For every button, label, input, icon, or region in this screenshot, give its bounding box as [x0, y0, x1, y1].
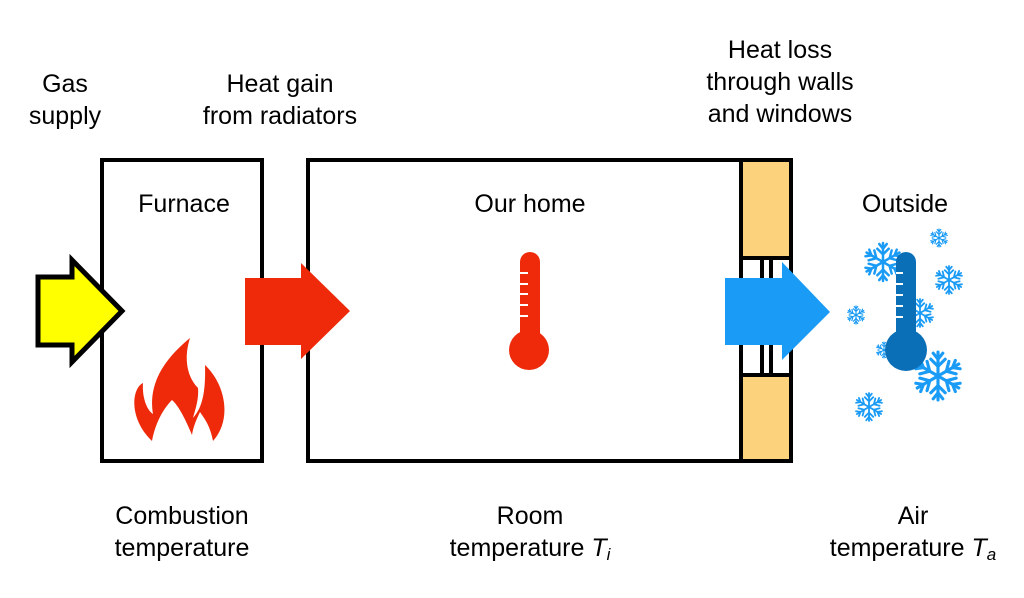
room-line2: temperature Ti	[420, 532, 640, 571]
furnace-title: Furnace	[138, 190, 230, 218]
heat-loss-line1: Heat loss	[727, 36, 833, 64]
heat-gain-label: Heat gain from radiators	[180, 68, 380, 132]
room-thermometer-icon	[509, 252, 549, 370]
gas-supply-arrow-icon	[35, 253, 126, 369]
air-line2: temperature Ta	[808, 532, 1018, 571]
gas-supply-line1: Gas	[42, 70, 88, 98]
room-temperature-label: Room temperature Ti	[420, 500, 640, 571]
room-line2-text: temperature	[449, 534, 585, 562]
combustion-line2: temperature	[114, 534, 250, 562]
air-temp-subscript: a	[986, 545, 997, 564]
flame-icon	[134, 338, 225, 441]
snowflake-icon	[847, 306, 865, 324]
room-temp-symbol: T	[591, 534, 607, 562]
air-line2-text: temperature	[829, 534, 965, 562]
home-title: Our home	[474, 190, 586, 218]
snowflake-icon	[855, 393, 883, 421]
heat-loss-arrow-icon	[725, 262, 830, 360]
air-temperature-label: Air temperature Ta	[808, 500, 1018, 571]
combustion-line1: Combustion	[115, 502, 249, 530]
heat-loss-label: Heat loss through walls and windows	[680, 34, 880, 130]
air-temp-symbol: T	[971, 534, 987, 562]
gas-supply-line2: supply	[28, 102, 102, 130]
room-line1: Room	[496, 502, 564, 530]
outside-thermometer-icon	[885, 252, 927, 371]
snowflake-icon	[935, 266, 963, 294]
home-box	[306, 158, 793, 463]
heat-gain-arrow-icon	[245, 263, 350, 359]
room-temp-subscript: i	[606, 545, 611, 564]
heat-gain-line1: Heat gain	[226, 70, 334, 98]
heat-gain-line2: from radiators	[202, 102, 358, 130]
snowflake-icon	[930, 229, 948, 247]
air-line1: Air	[897, 502, 929, 530]
heat-loss-line3: and windows	[707, 100, 853, 128]
gas-supply-label: Gas supply	[15, 68, 115, 132]
combustion-temperature-label: Combustion temperature	[82, 500, 282, 564]
outside-title: Outside	[861, 190, 949, 218]
heat-loss-line2: through walls	[706, 68, 854, 96]
